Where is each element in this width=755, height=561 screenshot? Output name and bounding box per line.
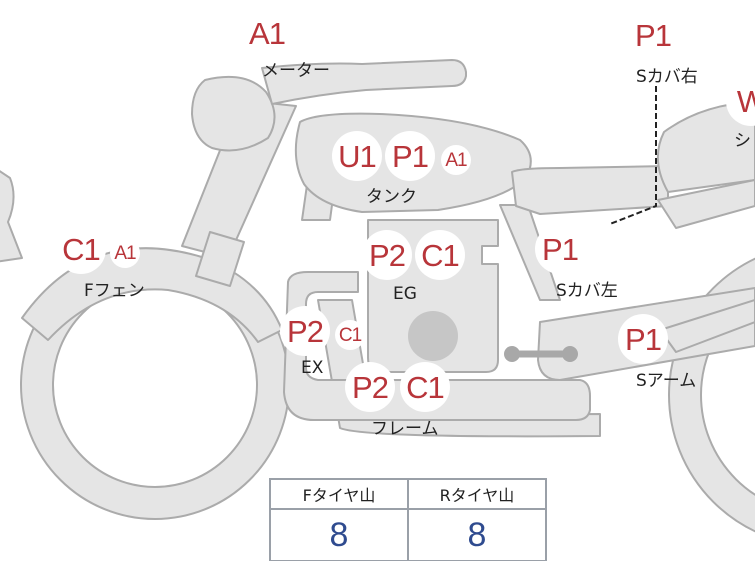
engine-grade-2: C1 [415,230,465,280]
meter-grade-1: A1 [242,8,292,58]
exhaust-label: EX [301,358,324,378]
handlebar-shape [261,59,467,105]
frame-grade-1: P2 [345,362,395,412]
front-tire-header: Fタイヤ山 [269,478,409,510]
side-cover-left-grade-1: P1 [535,224,585,274]
frame-grade-2: C1 [400,362,450,412]
leader-line [609,86,657,225]
front-fender-label: Fフェン [84,281,145,301]
side-cover-shape [511,165,669,215]
swing-arm-label: Sアーム [636,371,697,391]
rear-tire-value: 8 [407,508,547,561]
headlight-shape [191,75,276,152]
tank-grade-3: A1 [441,145,471,175]
exhaust-grade-2: C1 [335,320,365,350]
engine-label: EG [393,284,417,304]
tank-label: タンク [366,187,417,207]
tire-tread-table: Fタイヤ山 Rタイヤ山 8 8 [269,478,547,561]
seat-shape [656,101,755,193]
side-cover-right-label: Sカバ右 [636,67,698,87]
side-cover-right-grade-1: P1 [628,10,678,60]
meter-label: メーター [262,61,330,81]
frame-shape [317,299,601,438]
engine-case [408,311,458,361]
swing-arm-grade-1: P1 [618,314,668,364]
tank-grade-1: U1 [332,131,382,181]
side-cover-left-label: Sカバ左 [556,281,618,301]
left-edge-fragment [0,170,23,263]
engine-grade-1: P2 [362,230,412,280]
seat-label: シ [734,131,751,151]
front-fender-grade-2: A1 [110,238,140,268]
exhaust-grade-1: P2 [280,306,330,356]
tank-grade-2: P1 [385,131,435,181]
front-fender-grade-1: C1 [56,224,106,274]
rear-tire-header: Rタイヤ山 [407,478,547,510]
front-tire-value: 8 [269,508,409,561]
frame-label: フレーム [371,419,439,439]
